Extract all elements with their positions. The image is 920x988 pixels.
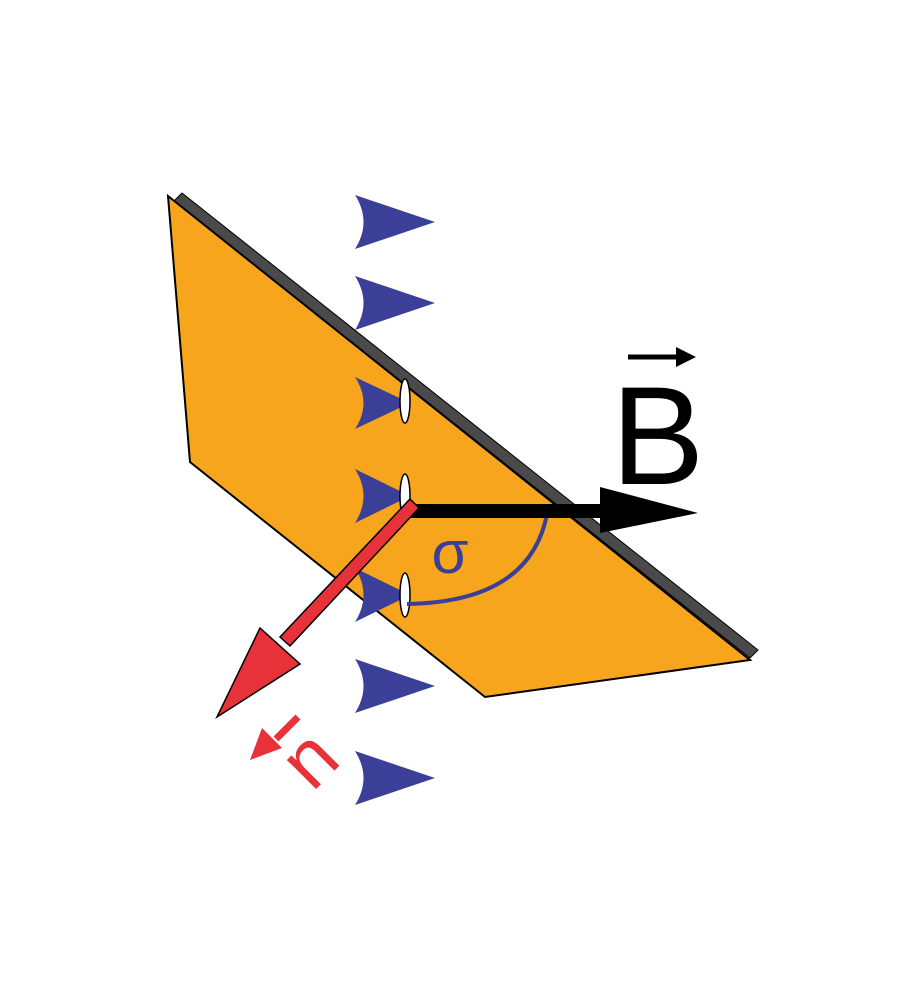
field-line-arrow-5 [355,568,410,622]
normal-label: n [250,712,355,805]
normal-label-vector-icon [250,714,301,760]
field-line-arrow-7 [355,751,435,805]
field-line-arrow-4 [355,469,410,523]
field-label-text: B [611,357,704,514]
normal-vector-arrow [215,497,421,720]
plane-piercings [399,378,411,618]
field-line-arrow-6 [355,659,435,713]
field-line-arrow-3 [355,377,410,429]
piercing-hole-3 [399,572,411,618]
field-lines [355,195,435,805]
field-label: B [611,347,704,514]
field-line-arrow-1 [355,195,435,249]
normal-label-text: n [262,712,355,805]
piercing-hole-1 [399,378,411,424]
field-vector-arrow [410,487,698,533]
angle-label: σ [431,519,468,586]
field-label-vector-tip [676,347,696,367]
field-line-arrow-2 [355,276,435,330]
plane-edge [173,192,759,659]
angle-arc [406,513,549,606]
